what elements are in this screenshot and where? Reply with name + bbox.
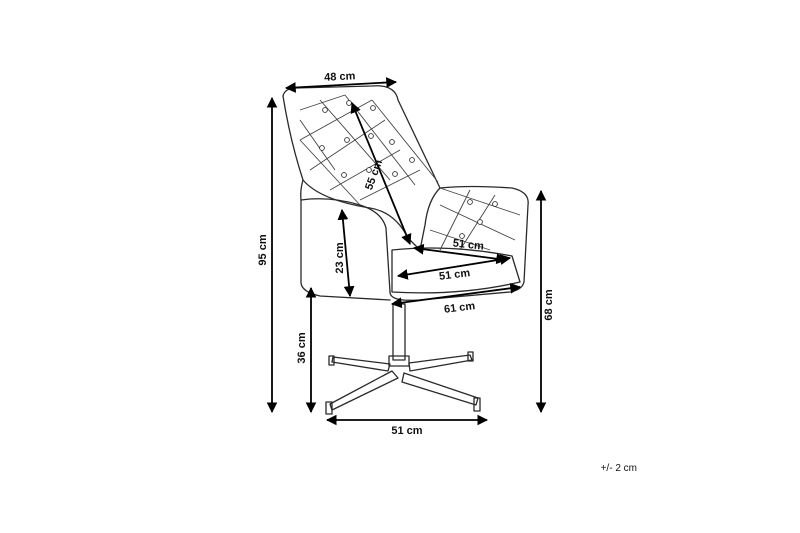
- label-seat-depth: 51 cm: [452, 237, 484, 252]
- foot-left-front: [325, 401, 333, 415]
- label-seat-width: 51 cm: [438, 267, 471, 283]
- dim-overall-width-arrow: [390, 282, 522, 309]
- dim-backrest-diag-arrow: [350, 102, 412, 245]
- base-leg-front-left: [329, 370, 399, 411]
- label-overall-width: 61 cm: [443, 300, 476, 316]
- dim-armrest-height-arrow: [337, 208, 355, 298]
- dimension-lines: [266, 77, 547, 426]
- label-seat-height: 36 cm: [296, 332, 308, 363]
- right-arm: [419, 187, 441, 251]
- foot-right-back: [467, 351, 474, 362]
- label-armrest-height: 23 cm: [334, 242, 346, 273]
- foot-right-front: [473, 397, 481, 412]
- base-leg-right: [408, 354, 473, 372]
- foot-left-back: [328, 355, 335, 366]
- column-collar: [388, 355, 410, 367]
- dim-width-top-arrow: [284, 77, 398, 93]
- backrest-inner: [282, 95, 421, 251]
- tufting-pattern: [299, 94, 521, 251]
- dimension-labels: 48 cm 55 cm 51 cm 51 cm 23 cm 61 cm 95 c…: [257, 70, 555, 437]
- swivel-column: [392, 303, 406, 361]
- base-leg-left: [331, 356, 391, 372]
- base-leg-front-right: [401, 372, 479, 406]
- tolerance-note: +/- 2 cm: [601, 463, 637, 474]
- armchair-drawing-icon: [282, 85, 529, 415]
- label-width-top: 48 cm: [324, 70, 356, 84]
- label-total-height: 95 cm: [257, 234, 269, 265]
- label-armrest-total: 68 cm: [543, 289, 555, 320]
- label-base-width: 51 cm: [391, 425, 422, 437]
- dim-seat-width-arrow: [396, 254, 512, 280]
